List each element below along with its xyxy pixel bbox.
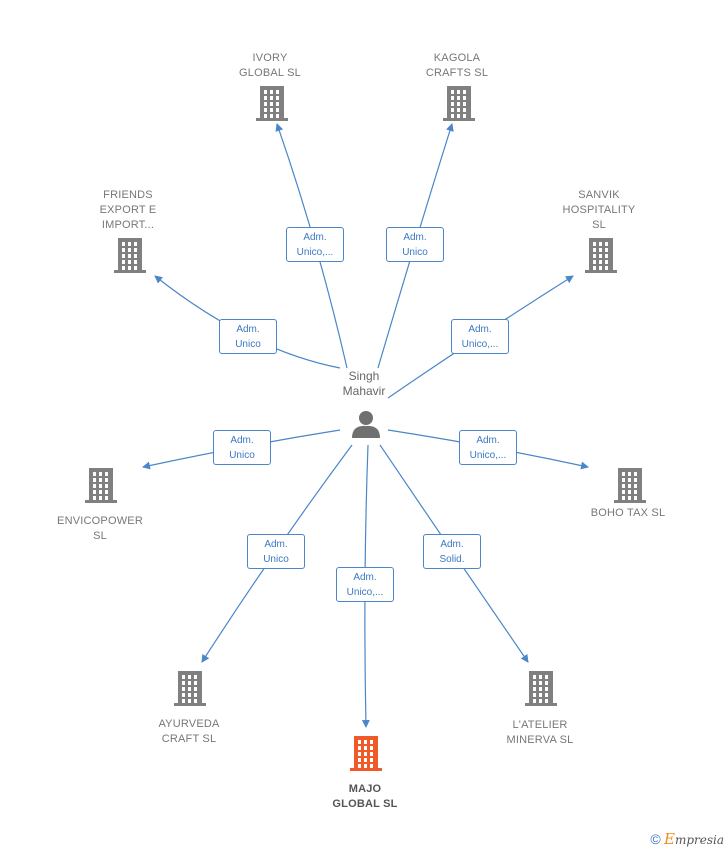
building-icon-boho[interactable] <box>614 468 646 503</box>
building-icon-friends[interactable] <box>114 238 146 273</box>
building-icon-ivory[interactable] <box>256 86 288 121</box>
relation-label-kagola[interactable]: Adm. Unico <box>386 227 444 262</box>
footer-brand: © Empresia <box>650 830 724 848</box>
company-label-majo[interactable]: MAJO GLOBAL SL <box>332 783 398 810</box>
building-icon-majo[interactable] <box>350 736 382 771</box>
building-icon-kagola[interactable] <box>443 86 475 121</box>
person-name[interactable]: Singh Mahavir <box>342 369 386 398</box>
company-label-atelier[interactable]: L'ATELIER MINERVA SL <box>506 719 574 746</box>
company-label-kagola[interactable]: KAGOLA CRAFTS SL <box>425 52 489 79</box>
relation-label-majo[interactable]: Adm. Unico,... <box>336 567 394 602</box>
company-label-sanvik[interactable]: SANVIK HOSPITALITY SL <box>562 189 636 231</box>
brand-name: mpresia <box>674 833 724 847</box>
building-icon-envico[interactable] <box>85 468 117 503</box>
company-label-envico[interactable]: ENVICOPOWER SL <box>57 515 143 542</box>
building-icon-ayurveda[interactable] <box>174 671 206 706</box>
relation-label-envico[interactable]: Adm. Unico <box>213 430 271 465</box>
relation-label-boho[interactable]: Adm. Unico,... <box>459 430 517 465</box>
brand-initial: E <box>663 830 675 848</box>
building-icon-atelier[interactable] <box>525 671 557 706</box>
company-label-friends[interactable]: FRIENDS EXPORT E IMPORT... <box>99 189 157 231</box>
company-label-ivory[interactable]: IVORY GLOBAL SL <box>239 52 301 79</box>
company-label-ayurveda[interactable]: AYURVEDA CRAFT SL <box>158 718 220 745</box>
copyright-icon: © <box>650 831 661 847</box>
relation-label-ayurveda[interactable]: Adm. Unico <box>247 534 305 569</box>
relation-label-atelier[interactable]: Adm. Solid. <box>423 534 481 569</box>
person-icon[interactable] <box>352 411 380 438</box>
company-label-boho[interactable]: BOHO TAX SL <box>590 507 666 519</box>
relation-label-sanvik[interactable]: Adm. Unico,... <box>451 319 509 354</box>
relation-label-ivory[interactable]: Adm. Unico,... <box>286 227 344 262</box>
building-icon-sanvik[interactable] <box>585 238 617 273</box>
relation-label-friends[interactable]: Adm. Unico <box>219 319 277 354</box>
